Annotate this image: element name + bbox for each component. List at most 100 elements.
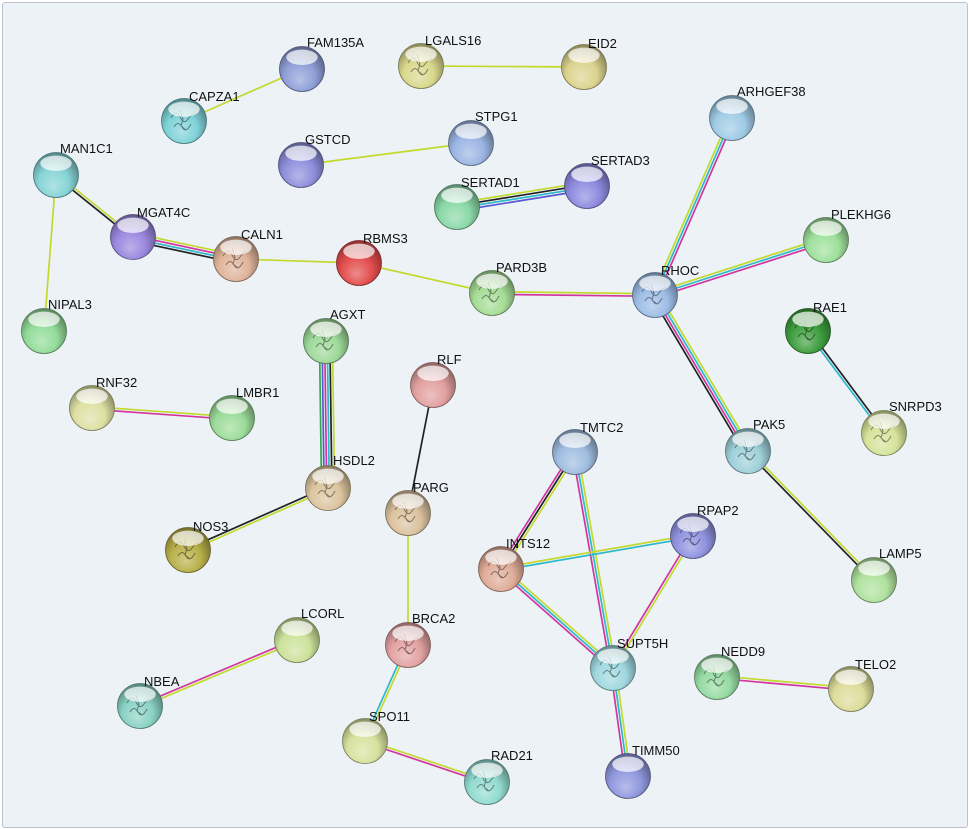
node-nbea[interactable]: NBEA bbox=[117, 674, 180, 729]
node-hsdl2[interactable]: HSDL2 bbox=[305, 453, 375, 511]
node-rlf[interactable]: RLF bbox=[410, 352, 462, 408]
edge-lcorl-nbea[interactable] bbox=[139, 638, 298, 708]
node-capza1[interactable]: CAPZA1 bbox=[161, 89, 240, 144]
edge-rhoc-plekhg6[interactable] bbox=[653, 236, 828, 299]
edge-line-homology bbox=[321, 341, 325, 489]
edge-line-neighborhood bbox=[318, 341, 323, 489]
node-highlight bbox=[220, 239, 252, 255]
node-tmtc2[interactable]: TMTC2 bbox=[552, 420, 624, 475]
node-rad21[interactable]: RAD21 bbox=[464, 748, 533, 805]
node-label-lmbr1: LMBR1 bbox=[236, 385, 279, 400]
node-label-capza1: CAPZA1 bbox=[189, 89, 240, 104]
edge-line-textmining bbox=[492, 290, 656, 295]
node-label-fam135a: FAM135A bbox=[307, 35, 364, 50]
node-caln1[interactable]: CALN1 bbox=[213, 227, 283, 282]
node-lcorl[interactable]: LCORL bbox=[274, 606, 345, 663]
node-plekhg6[interactable]: PLEKHG6 bbox=[803, 207, 891, 263]
node-man1c1[interactable]: MAN1C1 bbox=[33, 141, 113, 198]
edge-gstcd-stpg1[interactable] bbox=[300, 142, 472, 166]
node-label-rad21: RAD21 bbox=[491, 748, 533, 763]
node-sertad3[interactable]: SERTAD3 bbox=[564, 153, 650, 209]
edge-line-textmining bbox=[331, 340, 336, 488]
edge-line-textmining bbox=[653, 236, 826, 294]
edge-line-coexpression bbox=[650, 296, 746, 454]
node-highlight bbox=[571, 166, 603, 182]
edge-rhoc-pak5[interactable] bbox=[650, 292, 753, 454]
edge-tmtc2-supt5h[interactable] bbox=[571, 451, 617, 669]
node-rae1[interactable]: RAE1 bbox=[785, 300, 847, 354]
node-rhoc[interactable]: RHOC bbox=[632, 263, 700, 318]
node-parg[interactable]: PARG bbox=[385, 480, 449, 536]
node-lgals16[interactable]: LGALS16 bbox=[398, 33, 482, 89]
node-label-mgat4c: MGAT4C bbox=[137, 205, 190, 220]
edge-ints12-supt5h[interactable] bbox=[498, 566, 616, 671]
node-label-hsdl2: HSDL2 bbox=[333, 453, 375, 468]
node-lamp5[interactable]: LAMP5 bbox=[851, 546, 922, 603]
node-arhgef38[interactable]: ARHGEF38 bbox=[709, 84, 806, 141]
node-timm50[interactable]: TIMM50 bbox=[605, 743, 680, 799]
node-highlight bbox=[612, 756, 644, 772]
node-label-pak5: PAK5 bbox=[753, 417, 785, 432]
node-nedd9[interactable]: NEDD9 bbox=[694, 644, 766, 700]
node-highlight bbox=[343, 243, 375, 259]
node-label-lcorl: LCORL bbox=[301, 606, 344, 621]
edge-hsdl2-nos3[interactable] bbox=[187, 486, 329, 552]
node-telo2[interactable]: TELO2 bbox=[828, 657, 897, 712]
node-brca2[interactable]: BRCA2 bbox=[385, 611, 456, 668]
node-highlight bbox=[310, 321, 342, 337]
node-mgat4c[interactable]: MGAT4C bbox=[110, 205, 191, 260]
edge-rnf32-lmbr1[interactable] bbox=[91, 405, 233, 421]
node-eid2[interactable]: EID2 bbox=[561, 36, 617, 90]
edge-man1c1-nipal3[interactable] bbox=[43, 174, 57, 332]
node-stpg1[interactable]: STPG1 bbox=[448, 109, 518, 166]
node-fam135a[interactable]: FAM135A bbox=[279, 35, 365, 92]
node-ints12[interactable]: INTS12 bbox=[478, 536, 551, 592]
edge-tmtc2-ints12[interactable] bbox=[498, 450, 578, 571]
node-snrpd3[interactable]: SNRPD3 bbox=[861, 399, 942, 456]
node-highlight bbox=[476, 273, 508, 289]
node-rbms3[interactable]: RBMS3 bbox=[336, 231, 408, 286]
edge-rhoc-arhgef38[interactable] bbox=[651, 116, 736, 297]
node-label-sertad3: SERTAD3 bbox=[591, 153, 650, 168]
node-agxt[interactable]: AGXT bbox=[303, 307, 366, 364]
node-pak5[interactable]: PAK5 bbox=[725, 417, 786, 474]
node-highlight bbox=[168, 101, 200, 117]
edge-line-experiments bbox=[656, 118, 736, 297]
edge-line-textmining bbox=[748, 449, 876, 580]
node-label-supt5h: SUPT5H bbox=[617, 636, 668, 651]
edge-line-textmining bbox=[613, 536, 695, 670]
node-nos3[interactable]: NOS3 bbox=[165, 519, 229, 573]
edge-pak5-lamp5[interactable] bbox=[746, 449, 876, 582]
node-highlight bbox=[286, 49, 318, 65]
edge-agxt-hsdl2[interactable] bbox=[318, 340, 336, 489]
node-supt5h[interactable]: SUPT5H bbox=[590, 636, 669, 691]
edge-pard3b-rhoc[interactable] bbox=[491, 290, 656, 298]
node-highlight bbox=[810, 220, 842, 236]
edge-line-textmining bbox=[43, 174, 57, 332]
node-highlight bbox=[858, 560, 890, 576]
node-rnf32[interactable]: RNF32 bbox=[69, 375, 138, 431]
node-lmbr1[interactable]: LMBR1 bbox=[209, 385, 280, 441]
node-highlight bbox=[28, 311, 60, 327]
node-highlight bbox=[117, 217, 149, 233]
node-sertad1[interactable]: SERTAD1 bbox=[434, 175, 520, 230]
edge-line-textmining bbox=[92, 405, 233, 418]
edge-line-databases bbox=[501, 536, 694, 572]
node-nipal3[interactable]: NIPAL3 bbox=[21, 297, 92, 354]
edge-rpap2-supt5h[interactable] bbox=[611, 534, 695, 670]
node-label-man1c1: MAN1C1 bbox=[60, 141, 113, 156]
edge-line-databases bbox=[655, 293, 750, 451]
node-highlight bbox=[732, 431, 764, 447]
node-pard3b[interactable]: PARD3B bbox=[469, 260, 548, 316]
edge-line-experiments bbox=[491, 293, 655, 298]
node-label-rae1: RAE1 bbox=[813, 300, 847, 315]
node-gstcd[interactable]: GSTCD bbox=[278, 132, 351, 188]
edge-line-coexpression bbox=[500, 451, 576, 570]
node-spo11[interactable]: SPO11 bbox=[342, 709, 410, 764]
node-label-lgals16: LGALS16 bbox=[425, 33, 481, 48]
node-rpap2[interactable]: RPAP2 bbox=[670, 503, 739, 559]
edge-lgals16-eid2[interactable] bbox=[420, 65, 585, 68]
edge-ints12-rpap2[interactable] bbox=[500, 533, 694, 572]
